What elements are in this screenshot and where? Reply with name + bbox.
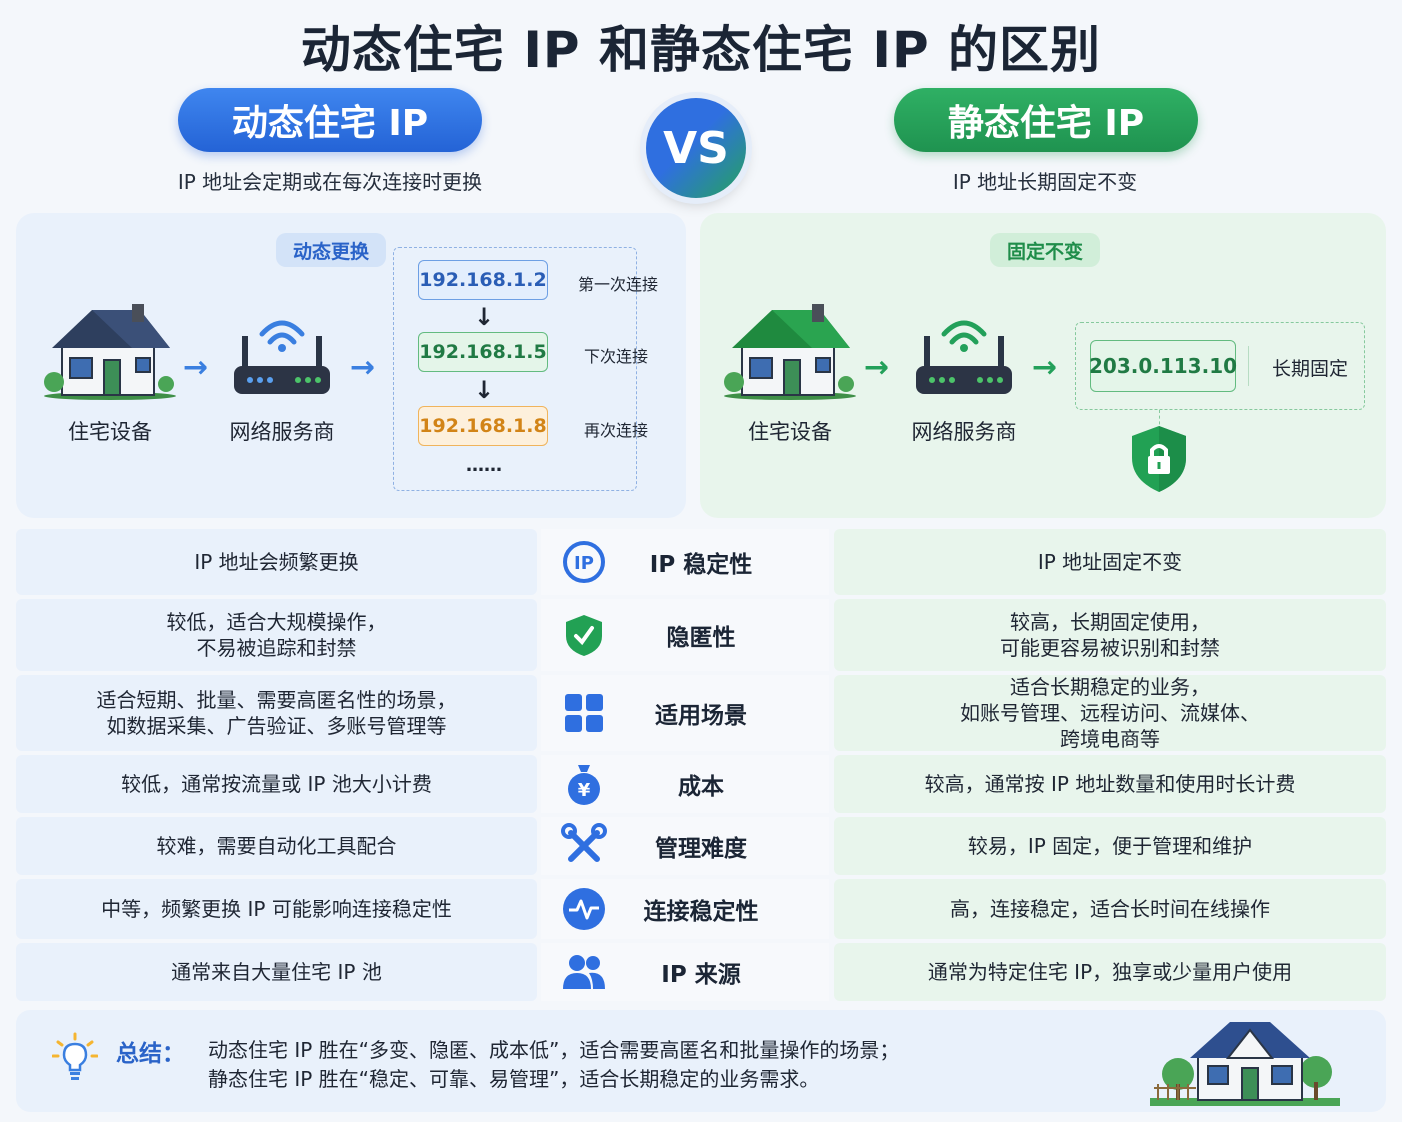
- dynamic-value: 较难，需要自动化工具配合: [16, 817, 537, 875]
- comparison-row: 通常来自大量住宅 IP 池 IP 来源 通常为特定住宅 IP，独享或少量用户使用: [16, 943, 1386, 1001]
- arrow-right-icon: →: [350, 350, 376, 385]
- ip-address: 192.168.1.2: [418, 260, 548, 300]
- static-ip-box: [1075, 322, 1365, 410]
- comparison-row: 较低，通常按流量或 IP 池大小计费 ¥ 成本 较高，通常按 IP 地址数量和使用时长…: [16, 755, 1386, 813]
- router-icon: [234, 320, 330, 394]
- svg-text:¥: ¥: [578, 780, 591, 801]
- money-bag-icon: ¥: [561, 761, 607, 807]
- arrow-down-icon: ↓: [474, 376, 495, 404]
- static-tag: 固定不变: [990, 233, 1100, 267]
- dynamic-value: 适合短期、批量、需要高匿名性的场景， 如数据采集、广告验证、多账号管理等: [16, 675, 537, 751]
- ip-address: 192.168.1.8: [418, 406, 548, 446]
- ip-address: 203.0.113.10: [1089, 340, 1237, 392]
- connector-line: [1159, 410, 1160, 430]
- attribute-label: IP 来源: [661, 962, 741, 988]
- attribute-cell: [541, 817, 829, 875]
- attribute-label: 隐匿性: [666, 625, 736, 651]
- grid-icon: [561, 690, 607, 736]
- shield-icon: [561, 612, 607, 658]
- static-value: 高，连接稳定，适合长时间在线操作: [834, 879, 1386, 939]
- arrow-right-icon: →: [1032, 350, 1058, 385]
- house-icon: [724, 304, 856, 400]
- static-value: 较易，IP 固定，便于管理和维护: [834, 817, 1386, 875]
- static-value: IP 地址固定不变: [834, 529, 1386, 595]
- attribute-cell: [541, 675, 829, 751]
- house-illustration-icon: [1150, 1022, 1340, 1106]
- left-device-label: 住宅设备: [68, 420, 152, 444]
- arrow-right-icon: →: [864, 350, 890, 385]
- attribute-label: 管理难度: [655, 836, 747, 862]
- dynamic-value: 较低，通常按流量或 IP 池大小计费: [16, 755, 537, 813]
- dynamic-ip-heading: 动态住宅 IP: [178, 88, 482, 152]
- static-value: 通常为特定住宅 IP，独享或少量用户使用: [834, 943, 1386, 1001]
- attribute-label: 成本: [678, 774, 724, 800]
- attribute-label: IP 稳定性: [649, 552, 753, 578]
- static-ip-heading: 静态住宅 IP: [894, 88, 1198, 152]
- lock-shield-icon: [1132, 426, 1186, 492]
- dynamic-ip-box: [393, 247, 637, 491]
- comparison-row: 较低，适合大规模操作， 不易被追踪和封禁 隐匿性 较高，长期固定使用， 可能更容易被…: [16, 599, 1386, 671]
- vs-badge: VS: [646, 98, 746, 198]
- ip-note: 长期固定: [1272, 358, 1349, 380]
- router-icon: [916, 320, 1012, 394]
- arrow-right-icon: →: [183, 350, 209, 385]
- comparison-row: 中等，频繁更换 IP 可能影响连接稳定性 连接稳定性 高，连接稳定，适合长时间在线操…: [16, 879, 1386, 939]
- ip-icon: IP: [561, 539, 607, 585]
- summary-line: 静态住宅 IP 胜在“稳定、可靠、易管理”，适合长期稳定的业务需求。: [208, 1067, 820, 1091]
- arrow-down-icon: ↓: [474, 303, 495, 331]
- pulse-icon: [561, 886, 607, 932]
- comparison-row: 较难，需要自动化工具配合 管理难度 较易，IP 固定，便于管理和维护: [16, 817, 1386, 875]
- dynamic-ip-subtitle: IP 地址会定期或在每次连接时更换: [177, 170, 483, 194]
- summary-title: 总结：: [116, 1041, 185, 1067]
- attribute-cell: [541, 943, 829, 1001]
- dynamic-value: 中等，频繁更换 IP 可能影响连接稳定性: [16, 879, 537, 939]
- right-isp-label: 网络服务商: [911, 420, 1017, 444]
- page-title: 动态住宅 IP 和静态住宅 IP 的区别: [300, 21, 1102, 79]
- summary-text: 动态住宅 IP 胜在“多变、隐匿、成本低”，适合需要高匿名和批量操作的场景； 静…: [208, 1036, 899, 1094]
- ip-note: 下次连接: [584, 347, 649, 366]
- svg-text:IP: IP: [574, 553, 594, 574]
- lightbulb-icon: [52, 1032, 98, 1080]
- ellipsis: ……: [466, 455, 502, 476]
- attribute-cell: [541, 529, 829, 595]
- summary-line: 动态住宅 IP 胜在“多变、隐匿、成本低”，适合需要高匿名和批量操作的场景；: [208, 1038, 900, 1062]
- left-isp-label: 网络服务商: [229, 420, 335, 444]
- house-icon: [44, 304, 176, 400]
- ip-note: 第一次连接: [578, 275, 659, 294]
- users-icon: [561, 949, 607, 995]
- static-ip-subtitle: IP 地址长期固定不变: [952, 170, 1138, 194]
- dynamic-tag: 动态更换: [276, 233, 386, 267]
- right-device-label: 住宅设备: [748, 420, 832, 444]
- comparison-row: 适合短期、批量、需要高匿名性的场景， 如数据采集、广告验证、多账号管理等 适用场景…: [16, 675, 1386, 751]
- divider: [1248, 346, 1249, 386]
- ip-address: 192.168.1.5: [418, 332, 548, 372]
- dynamic-value: 较低，适合大规模操作， 不易被追踪和封禁: [16, 599, 537, 671]
- dynamic-value: IP 地址会频繁更换: [16, 529, 537, 595]
- attribute-label: 适用场景: [655, 703, 747, 729]
- tools-icon: [561, 823, 607, 869]
- static-value: 较高，通常按 IP 地址数量和使用时长计费: [834, 755, 1386, 813]
- ip-note: 再次连接: [584, 421, 649, 440]
- static-value: 较高，长期固定使用， 可能更容易被识别和封禁: [834, 599, 1386, 671]
- static-value: 适合长期稳定的业务， 如账号管理、远程访问、流媒体、 跨境电商等: [834, 675, 1386, 751]
- attribute-label: 连接稳定性: [643, 899, 759, 925]
- dynamic-value: 通常来自大量住宅 IP 池: [16, 943, 537, 1001]
- comparison-row: IP 地址会频繁更换 IP IP 稳定性 IP 地址固定不变: [16, 529, 1386, 595]
